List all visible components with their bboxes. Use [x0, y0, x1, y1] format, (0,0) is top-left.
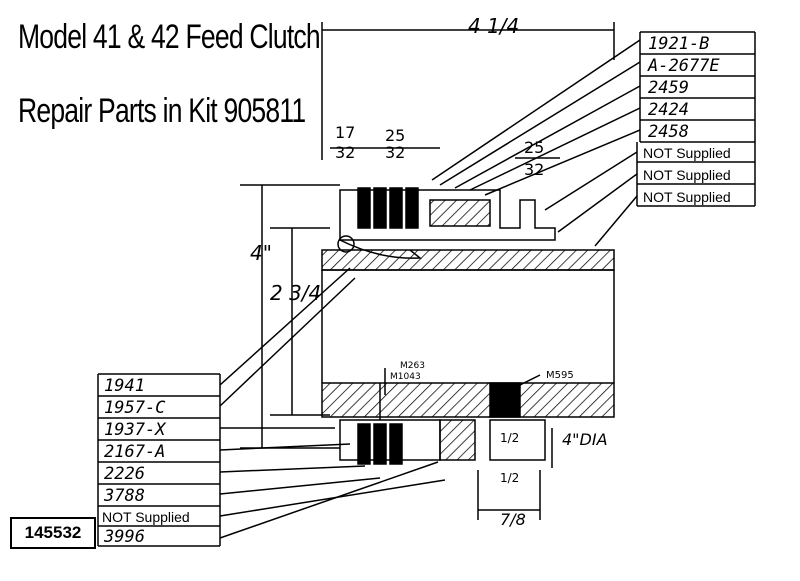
- dim-32c: 32: [524, 160, 545, 179]
- upper-part-2459: 2459: [648, 78, 689, 98]
- annotation-m1043: M1043: [390, 372, 421, 382]
- lower-part-not-supplied: NOT Supplied: [102, 509, 190, 525]
- dim-overall-width: 4 1/4: [468, 14, 520, 38]
- lower-part-1937x: 1937-X: [104, 420, 166, 440]
- part-number-box: 145532: [10, 517, 96, 549]
- upper-part-a2677e: A-2677E: [648, 56, 720, 76]
- dim-25: 25: [385, 126, 406, 145]
- lower-part-2226: 2226: [104, 464, 145, 484]
- upper-part-not-supplied-3: NOT Supplied: [643, 189, 731, 205]
- upper-part-1921b: 1921-B: [648, 34, 710, 54]
- lower-part-3996: 3996: [104, 527, 145, 547]
- lower-part-1957c: 1957-C: [104, 398, 166, 418]
- upper-part-2458: 2458: [648, 122, 689, 142]
- upper-part-2424: 2424: [648, 100, 689, 120]
- dim-2-3-4: 2 3/4: [270, 281, 322, 305]
- annotation-m263: M263: [400, 361, 425, 371]
- diagram-title-line1: Model 41 & 42 Feed Clutch: [18, 18, 321, 56]
- dim-32a: 32: [335, 143, 356, 162]
- dim-7-8: 7/8: [500, 510, 526, 529]
- dim-half-2: 1/2: [500, 471, 520, 485]
- dim-height: 4": [250, 241, 272, 265]
- lower-part-2167a: 2167-A: [104, 442, 166, 462]
- dim-25b: 25: [524, 138, 545, 157]
- annotation-m595: M595: [546, 370, 574, 381]
- upper-part-not-supplied-2: NOT Supplied: [643, 167, 731, 183]
- dim-17: 17: [335, 123, 356, 142]
- dim-32b: 32: [385, 143, 406, 162]
- dim-half-1: 1/2: [500, 431, 520, 445]
- diagram-title-line2: Repair Parts in Kit 905811: [18, 92, 306, 130]
- lower-part-1941: 1941: [104, 376, 145, 396]
- lower-part-3788: 3788: [104, 486, 145, 506]
- upper-part-not-supplied-1: NOT Supplied: [643, 145, 731, 161]
- dim-dia: 4"DIA: [562, 430, 608, 449]
